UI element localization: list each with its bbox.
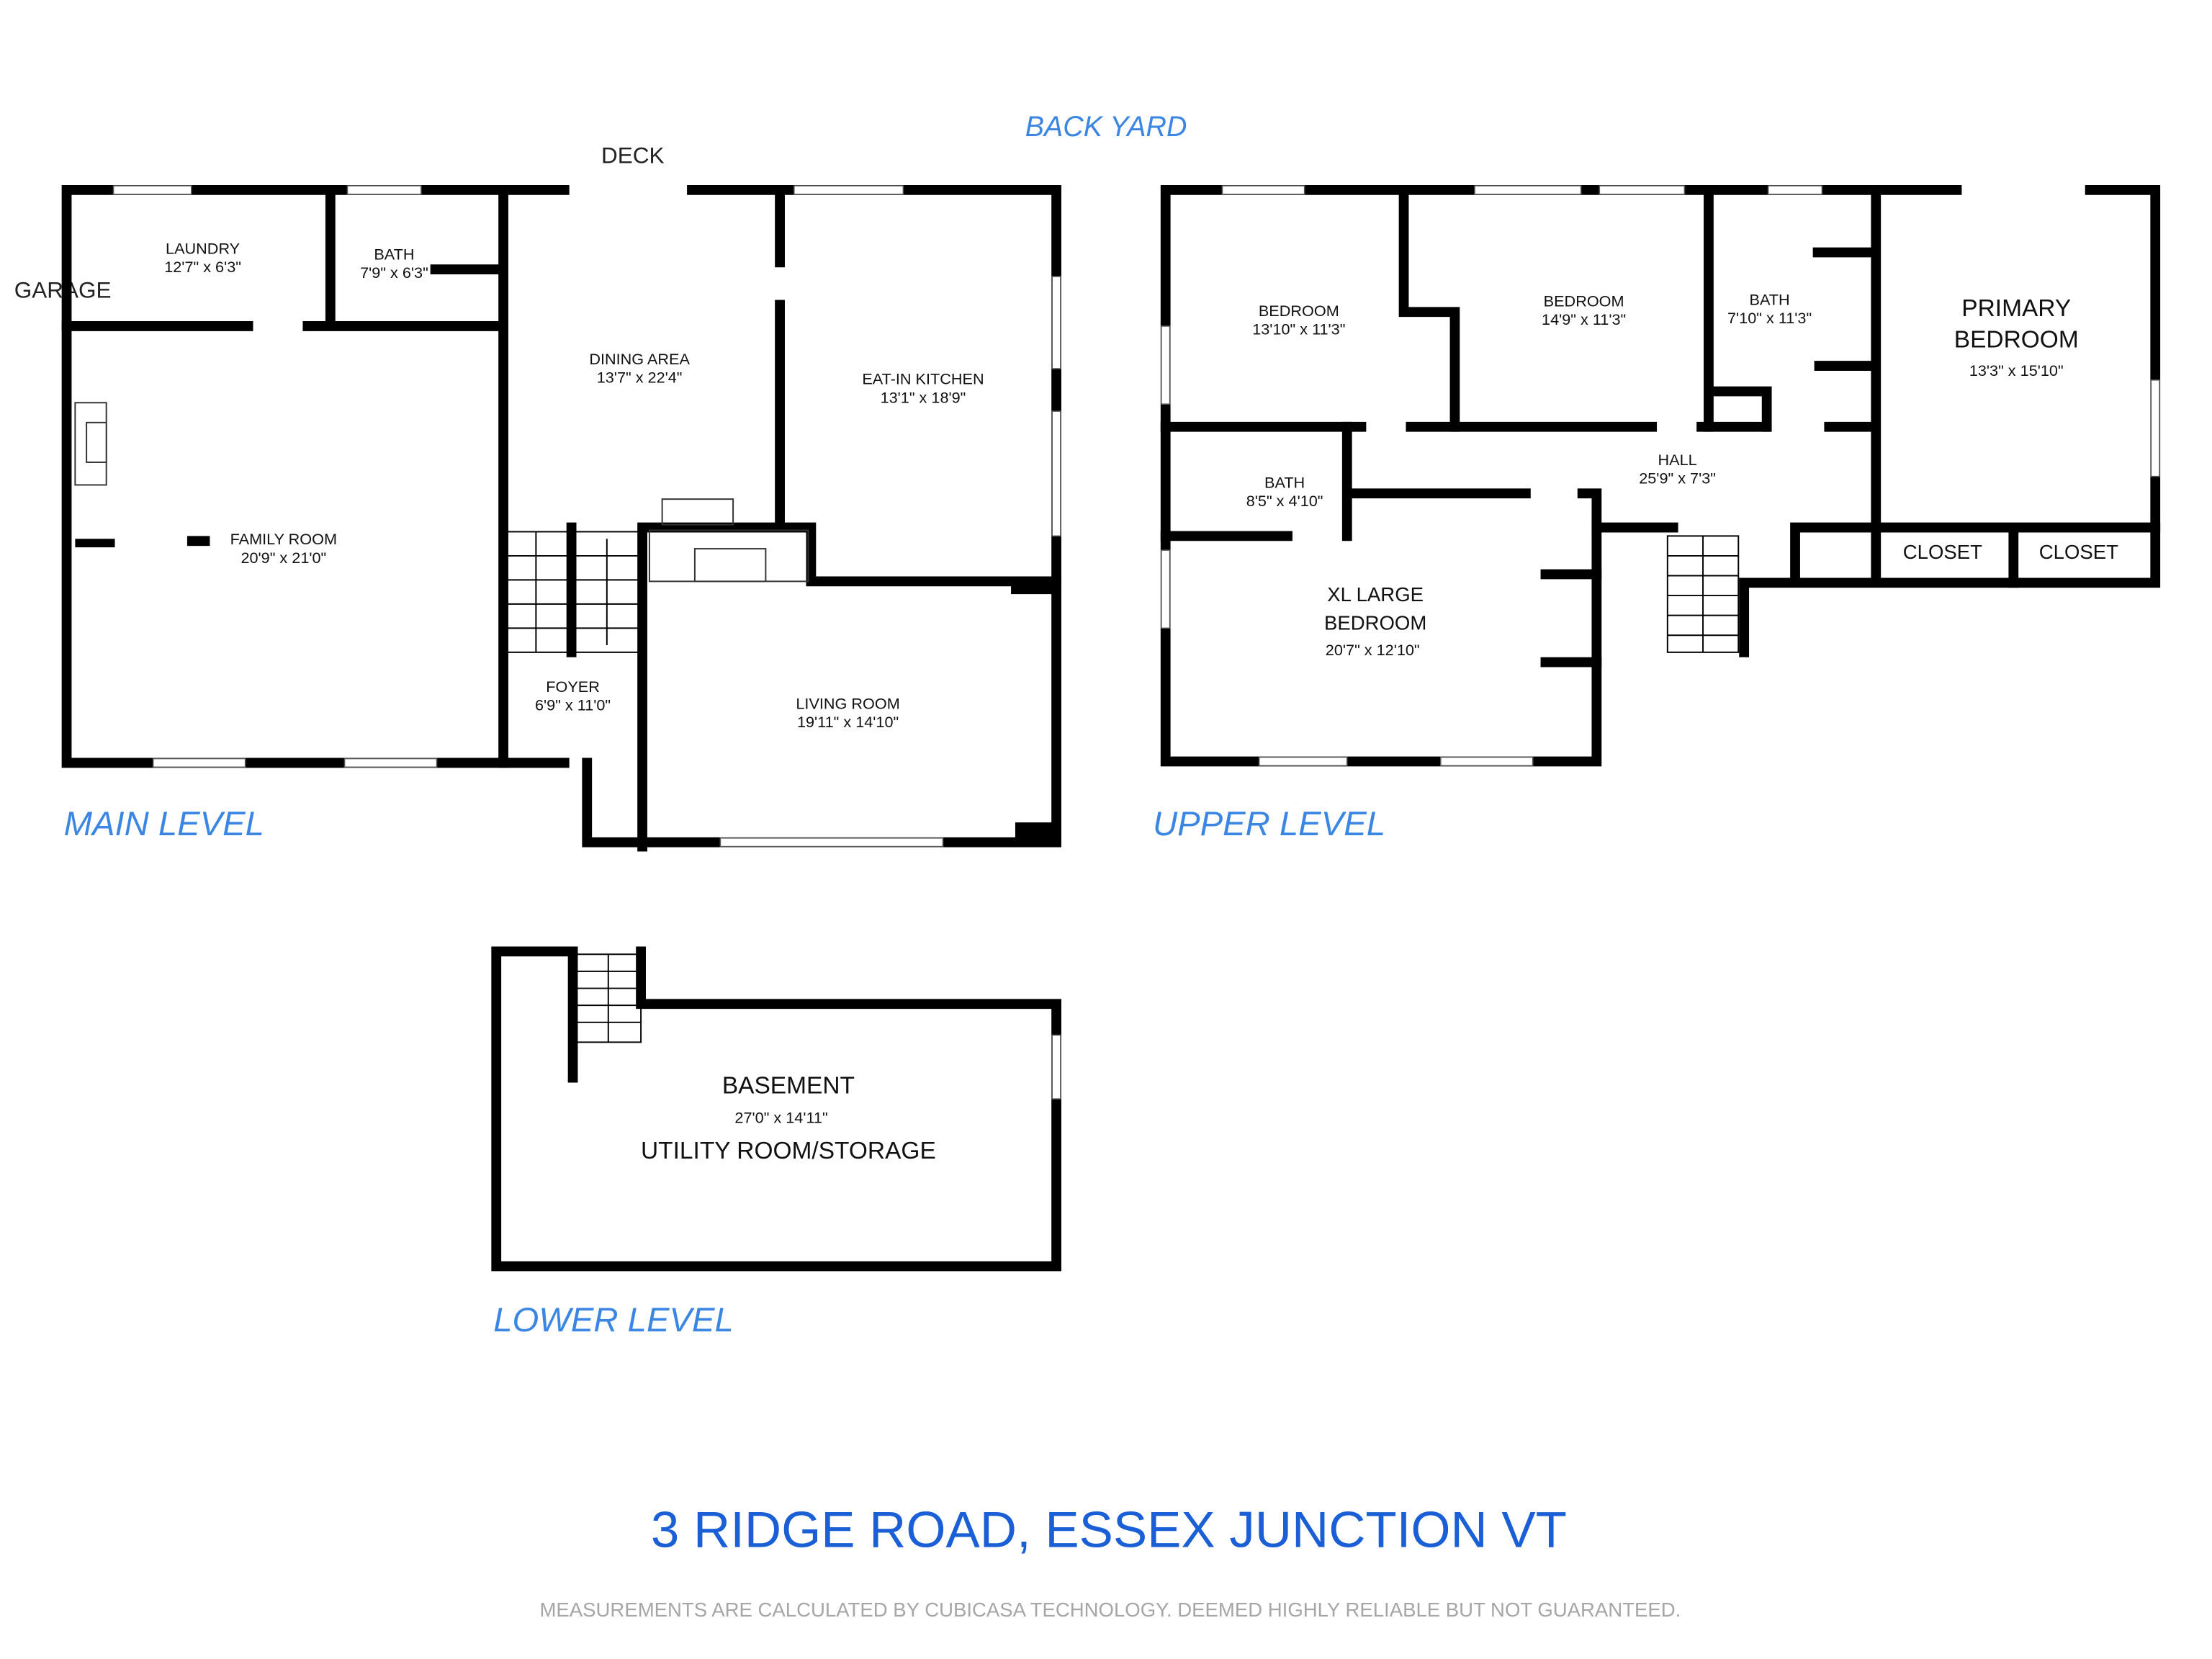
room-size: 27'0" x 14'11" xyxy=(734,1109,827,1127)
room-size: 19'11" x 14'10" xyxy=(797,713,899,731)
room-size: 20'7" x 12'10" xyxy=(1326,641,1420,659)
room-size: 7'9" x 6'3" xyxy=(360,264,428,282)
main-level-label: MAIN LEVEL xyxy=(64,805,264,843)
room-name: BEDROOM xyxy=(1259,302,1339,320)
upper-level-label: UPPER LEVEL xyxy=(1153,805,1385,843)
room-size: 14'9" x 11'3" xyxy=(1542,310,1626,328)
room-name: BASEMENT xyxy=(722,1072,855,1099)
disclaimer: MEASUREMENTS ARE CALCULATED BY CUBICASA … xyxy=(539,1599,1681,1621)
room-size: 7'10" x 11'3" xyxy=(1727,309,1812,327)
room-size: 8'5" x 4'10" xyxy=(1246,492,1323,510)
room-name: LAUNDRY xyxy=(166,239,240,257)
room-size: 25'9" x 7'3" xyxy=(1639,469,1716,487)
upper-level-plan: BEDROOM 13'10" x 11'3" BEDROOM 14'9" x 1… xyxy=(1160,184,2161,767)
room-name: PRIMARY xyxy=(1961,295,2071,322)
room-name: BEDROOM xyxy=(1324,611,1426,634)
property-address-title: 3 RIDGE ROAD, ESSEX JUNCTION VT xyxy=(651,1501,1567,1558)
main-level-plan: LAUNDRY 12'7" x 6'3" BATH 7'9" x 6'3" DI… xyxy=(61,184,1061,852)
room-size: 13'3" x 15'10" xyxy=(1969,361,2064,379)
room-name: FAMILY ROOM xyxy=(230,530,337,548)
back-yard-label: BACK YARD xyxy=(1025,111,1187,143)
room-name: LIVING ROOM xyxy=(796,695,899,713)
room-size: 13'10" x 11'3" xyxy=(1252,320,1345,338)
room-name: BEDROOM xyxy=(1954,326,2079,353)
room-size: 13'7" x 22'4" xyxy=(597,369,683,387)
lower-level-plan: BASEMENT 27'0" x 14'11" UTILITY ROOM/STO… xyxy=(491,946,1061,1272)
room-name: BATH xyxy=(1264,473,1305,491)
room-name: CLOSET xyxy=(1903,541,1982,563)
room-name: CLOSET xyxy=(2039,541,2118,563)
room-name: FOYER xyxy=(546,678,600,696)
room-name: BATH xyxy=(1750,290,1790,308)
room-size: 20'9" x 21'0" xyxy=(240,549,326,567)
lower-level-label: LOWER LEVEL xyxy=(493,1301,734,1339)
room-name: BATH xyxy=(374,245,414,263)
deck-label: DECK xyxy=(601,142,665,168)
room-name: DINING AREA xyxy=(589,350,690,368)
room-size: 12'7" x 6'3" xyxy=(164,258,241,276)
room-subtitle: UTILITY ROOM/STORAGE xyxy=(641,1138,936,1164)
room-name: HALL xyxy=(1658,451,1697,469)
room-size: 6'9" x 11'0" xyxy=(535,696,611,714)
room-name: XL LARGE xyxy=(1327,583,1424,606)
room-size: 13'1" x 18'9" xyxy=(881,388,966,406)
room-name: EAT-IN KITCHEN xyxy=(862,370,984,388)
room-name: BEDROOM xyxy=(1544,292,1624,310)
